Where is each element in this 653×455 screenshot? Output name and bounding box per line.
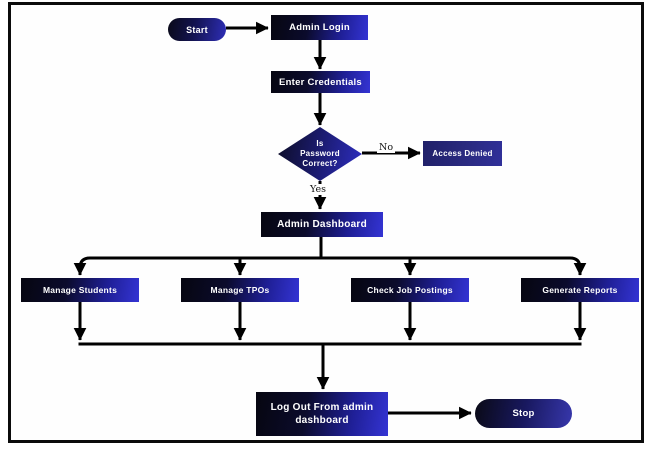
logout-node: Log Out From admin dashboard [256,392,388,436]
generate-reports-node: Generate Reports [521,278,639,302]
edge-label-no: No [377,142,396,153]
manage-tpos-node: Manage TPOs [181,278,299,302]
manage-students-node: Manage Students [21,278,139,302]
enter-credentials-node: Enter Credentials [271,71,370,93]
decision-line-2: Password [300,149,340,159]
check-job-postings-node: Check Job Postings [351,278,469,302]
access-denied-node: Access Denied [423,141,502,166]
stop-terminator: Stop [475,399,572,428]
decision-line-1: Is [316,139,324,149]
admin-dashboard-node: Admin Dashboard [261,212,383,237]
decision-line-3: Correct? [302,158,338,168]
start-terminator: Start [168,18,226,41]
branch-rail [78,256,582,270]
edge-label-yes: Yes [308,184,328,195]
admin-login-node: Admin Login [271,15,368,40]
